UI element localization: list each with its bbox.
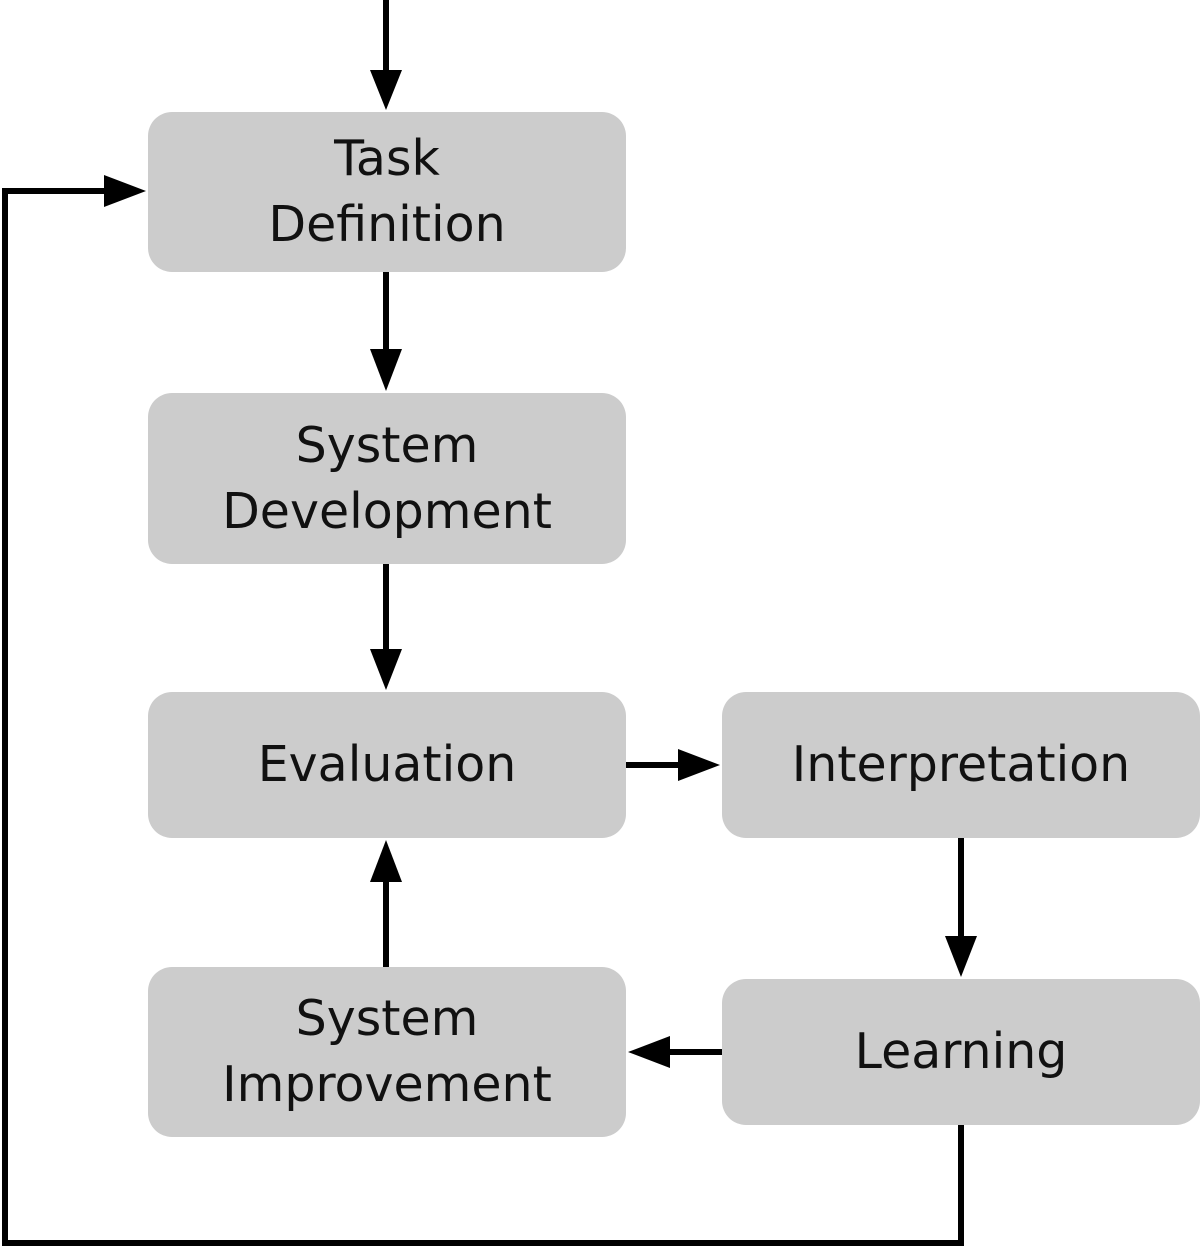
node-task-definition-line-2: Definition	[268, 196, 506, 253]
arrowhead-icon	[370, 349, 402, 391]
node-system-development-line-2: Development	[222, 482, 552, 540]
node-learning: Learning	[722, 979, 1200, 1125]
node-task-definition: Task Definition	[148, 112, 626, 272]
node-evaluation: Evaluation	[148, 692, 626, 838]
arrowhead-icon	[104, 175, 146, 207]
arrowhead-icon	[628, 1036, 670, 1068]
arrowhead-icon	[678, 749, 720, 781]
node-interpretation: Interpretation	[722, 692, 1200, 838]
node-interpretation-label: Interpretation	[791, 736, 1131, 793]
node-system-development-line-1: System	[295, 416, 479, 474]
node-system-improvement-line-2: Improvement	[222, 1056, 552, 1113]
node-system-development: System Development	[148, 393, 626, 564]
arrowhead-icon	[945, 936, 977, 977]
arrowhead-icon	[370, 649, 402, 690]
node-evaluation-label: Evaluation	[257, 736, 517, 793]
node-learning-label: Learning	[854, 1023, 1068, 1080]
arrowhead-icon	[370, 840, 402, 882]
node-system-improvement: System Improvement	[148, 967, 626, 1137]
node-task-definition-line-1: Task	[334, 130, 440, 187]
edge-learning-to-task-definition	[2, 188, 964, 1246]
arrowhead-icon	[370, 70, 402, 110]
node-system-improvement-line-1: System	[295, 990, 479, 1047]
